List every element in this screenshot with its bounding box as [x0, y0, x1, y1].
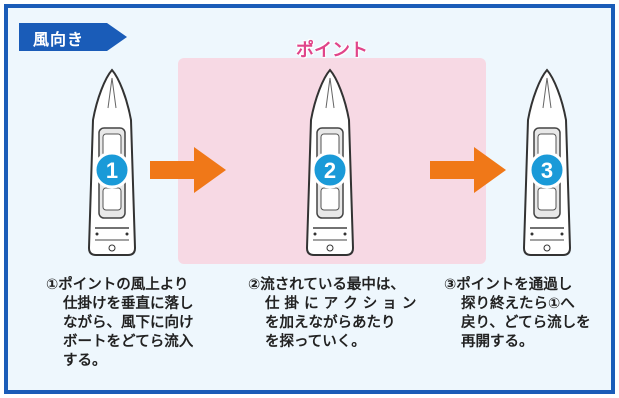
boat-number-badge: 1 — [93, 151, 131, 189]
boat-1: 1 — [87, 68, 137, 256]
caption-line: を探っていく。 — [265, 334, 366, 350]
boat-number: 1 — [106, 158, 118, 183]
boat-2: 2 — [305, 68, 355, 256]
wind-label: 風向き — [33, 30, 85, 49]
boat-number-badge: 3 — [528, 151, 566, 189]
step-3-caption: ③ポイントを通過し 探り終えたら①へ 戻り、どてら流しを 再開する。 — [444, 276, 591, 352]
step-2-caption: ②流されている最中は、 仕 掛 に ア ク シ ョ ン を加えながらあたり を探… — [248, 276, 416, 352]
drift-arrow-icon — [430, 147, 506, 193]
caption-line: ②流されている最中は、 — [248, 277, 405, 293]
caption-line: 再開する。 — [461, 334, 534, 350]
caption-line: ボートをどてら流入 — [63, 334, 194, 350]
drift-arrow-icon — [150, 147, 226, 193]
caption-line: する。 — [63, 353, 107, 369]
point-label: ポイント — [296, 40, 369, 62]
wind-arrow-icon — [19, 23, 127, 51]
caption-line: 戻り、どてら流しを — [461, 315, 591, 331]
wind-direction-tag: 風向き — [19, 19, 129, 55]
caption-line: 探り終えたら①へ — [461, 296, 575, 312]
caption-line: 仕 掛 に ア ク シ ョ ン — [265, 296, 417, 312]
step-1-caption: ①ポイントの風上より 仕掛けを垂直に落し ながら、風下に向け ボートをどてら流入… — [46, 276, 194, 371]
boat-3: 3 — [522, 68, 572, 256]
boat-number-badge: 2 — [311, 151, 349, 189]
caption-line: 仕掛けを垂直に落し — [63, 296, 194, 312]
caption-line: ①ポイントの風上より — [46, 277, 189, 293]
boat-number: 3 — [541, 158, 553, 183]
caption-line: ながら、風下に向け — [63, 315, 194, 331]
caption-line: を加えながらあたり — [265, 315, 396, 331]
boat-number: 2 — [324, 158, 336, 183]
caption-line: ③ポイントを通過し — [444, 277, 573, 293]
